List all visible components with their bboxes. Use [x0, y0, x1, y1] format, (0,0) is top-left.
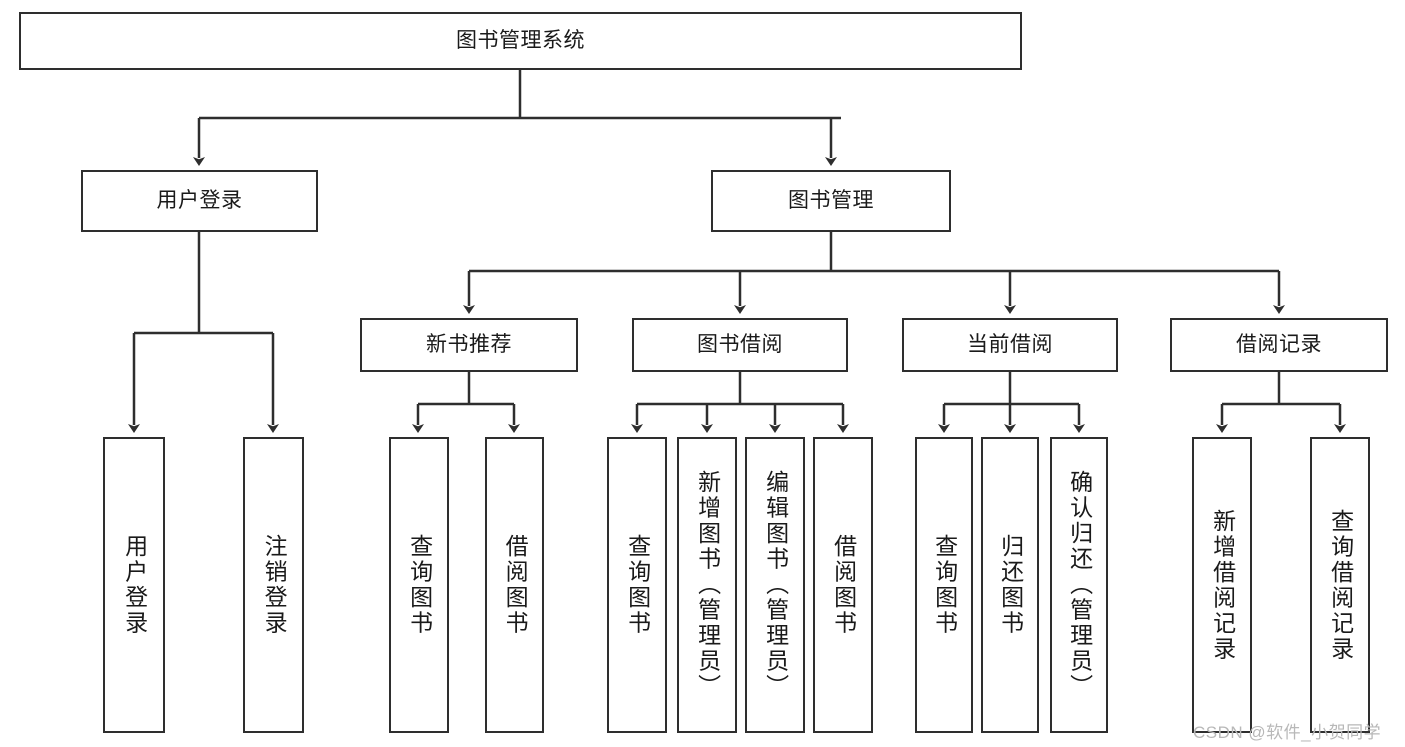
node-label: 用户登录 — [121, 534, 148, 636]
node-book-borrow[interactable]: 图书借阅 — [632, 318, 848, 372]
leaf-current-borrow-query-book[interactable]: 查询图书 — [915, 437, 973, 733]
node-label: 查询图书 — [931, 534, 958, 636]
node-label: 图书管理 — [788, 189, 874, 213]
csdn-watermark: CSDN @软件_小贺同学 — [1193, 718, 1381, 743]
node-label: 借阅图书 — [502, 534, 529, 636]
node-label: 借阅记录 — [1236, 333, 1322, 357]
node-book-management[interactable]: 图书管理 — [711, 170, 951, 232]
leaf-book-borrow-edit-book-admin[interactable]: 编辑图书（管理员） — [745, 437, 805, 733]
node-label: 新书推荐 — [426, 333, 512, 357]
node-label: 新增借阅记录 — [1209, 508, 1236, 662]
node-current-borrow[interactable]: 当前借阅 — [902, 318, 1118, 372]
leaf-book-borrow-add-book-admin[interactable]: 新增图书（管理员） — [677, 437, 737, 733]
leaf-current-borrow-confirm-return-admin[interactable]: 确认归还（管理员） — [1050, 437, 1108, 733]
node-borrow-records[interactable]: 借阅记录 — [1170, 318, 1388, 372]
node-label: 查询借阅记录 — [1327, 508, 1354, 662]
node-user-login[interactable]: 用户登录 — [81, 170, 318, 232]
leaf-new-book-query-book[interactable]: 查询图书 — [389, 437, 449, 733]
node-label: 归还图书 — [997, 534, 1024, 636]
leaf-book-borrow-borrow-book[interactable]: 借阅图书 — [813, 437, 873, 733]
watermark-text: CSDN @软件_小贺同学 — [1193, 723, 1382, 742]
node-label: 查询图书 — [406, 534, 433, 636]
leaf-borrow-records-query-record[interactable]: 查询借阅记录 — [1310, 437, 1370, 733]
node-label: 图书借阅 — [697, 333, 783, 357]
node-label: 编辑图书（管理员） — [762, 470, 789, 700]
node-label: 当前借阅 — [967, 333, 1053, 357]
node-label: 确认归还（管理员） — [1066, 470, 1093, 700]
node-label: 注销登录 — [261, 534, 288, 636]
node-label: 借阅图书 — [830, 534, 857, 636]
leaf-new-book-borrow-book[interactable]: 借阅图书 — [485, 437, 544, 733]
leaf-user-login-logout[interactable]: 注销登录 — [243, 437, 304, 733]
leaf-borrow-records-add-record[interactable]: 新增借阅记录 — [1192, 437, 1252, 733]
node-book-management-system[interactable]: 图书管理系统 — [19, 12, 1022, 70]
node-label: 新增图书（管理员） — [694, 470, 721, 700]
node-label: 用户登录 — [156, 189, 243, 213]
node-label: 查询图书 — [624, 534, 651, 636]
leaf-user-login-login[interactable]: 用户登录 — [103, 437, 165, 733]
leaf-current-borrow-return-book[interactable]: 归还图书 — [981, 437, 1039, 733]
node-new-book-recommend[interactable]: 新书推荐 — [360, 318, 578, 372]
node-label: 图书管理系统 — [456, 29, 585, 53]
leaf-book-borrow-query-book[interactable]: 查询图书 — [607, 437, 667, 733]
